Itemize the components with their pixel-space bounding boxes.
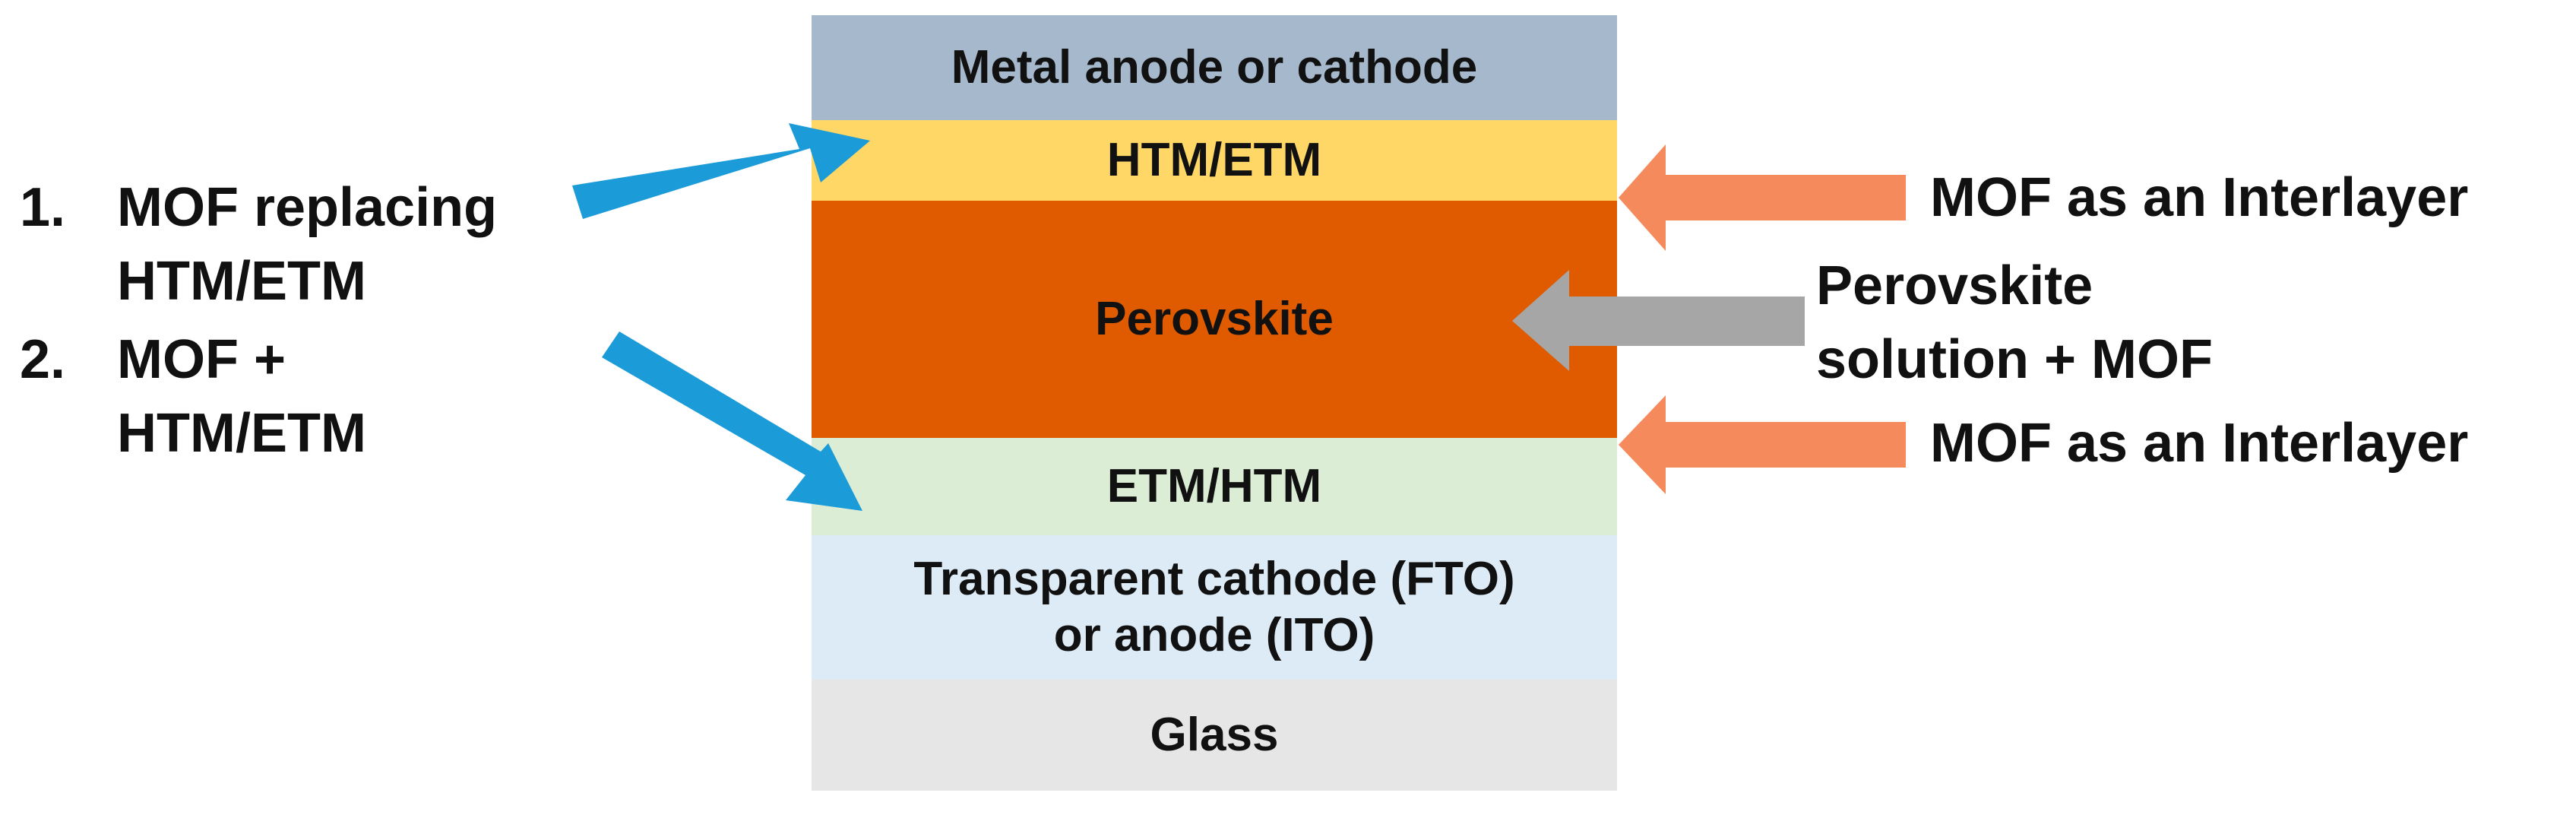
layer-tco-line2: or anode (ITO)	[1053, 609, 1375, 661]
layer-metal-electrode: Metal anode or cathode	[812, 15, 1617, 120]
layer-glass: Glass	[812, 680, 1617, 791]
blue-arrow-lower	[602, 331, 862, 511]
layer-etm-htm-label: ETM/HTM	[1106, 459, 1322, 512]
note1-line1: MOF replacing	[117, 177, 498, 238]
note-mof-replacing: 1. MOF replacing HTM/ETM	[20, 171, 497, 319]
note2-line1: MOF +	[117, 329, 286, 390]
layer-htm-etm-label: HTM/ETM	[1106, 133, 1322, 186]
orange-arrow-upper	[1619, 144, 1906, 251]
gray-arrow-additive	[1512, 270, 1805, 371]
blue-arrow-upper	[572, 123, 870, 219]
note-additive-line1: Perovskite	[1816, 255, 2093, 316]
note-interlayer-top: MOF as an Interlayer	[1930, 161, 2468, 235]
note-interlayer-bottom-text: MOF as an Interlayer	[1930, 413, 2469, 474]
note2-line2: HTM/ETM	[117, 403, 366, 465]
layer-perovskite-label: Perovskite	[1095, 292, 1334, 345]
note-additive-line2: solution + MOF	[1816, 329, 2213, 391]
note-interlayer-top-text: MOF as an Interlayer	[1930, 167, 2469, 228]
note-perovskite-additive: Perovskite solution + MOF	[1816, 249, 2213, 397]
layer-metal-label: Metal anode or cathode	[951, 40, 1478, 94]
note-mof-plus: 2. MOF + HTM/ETM	[20, 323, 366, 471]
layer-glass-label: Glass	[1150, 708, 1279, 761]
orange-arrow-lower	[1619, 395, 1906, 494]
note2-number: 2.	[20, 329, 66, 390]
note1-line2: HTM/ETM	[117, 251, 366, 312]
layer-htm-etm: HTM/ETM	[812, 120, 1617, 201]
layer-transparent-electrode: Transparent cathode (FTO) or anode (ITO)	[812, 535, 1617, 680]
layer-tco-line1: Transparent cathode (FTO)	[913, 552, 1515, 605]
layer-perovskite: Perovskite	[812, 201, 1617, 438]
note-interlayer-bottom: MOF as an Interlayer	[1930, 407, 2468, 480]
layer-etm-htm: ETM/HTM	[812, 438, 1617, 535]
note1-number: 1.	[20, 177, 66, 238]
